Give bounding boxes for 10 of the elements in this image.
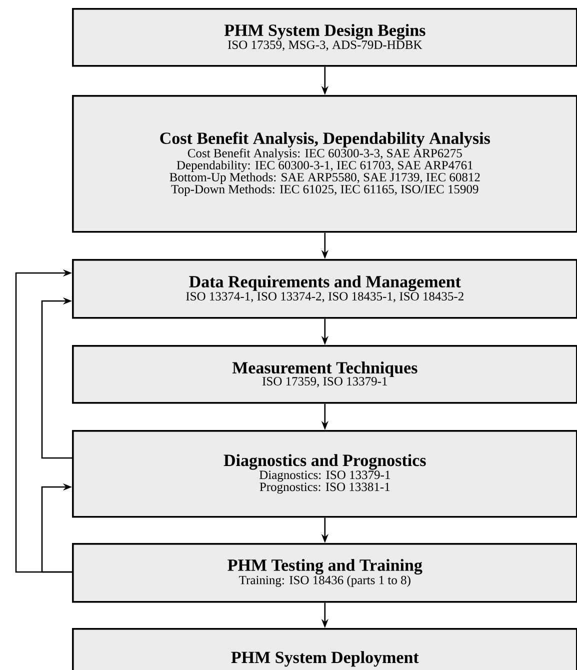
process-box: PHM System Design Begins ISO 17359, MSG-3, ADS-79D-HDBK <box>72 8 577 67</box>
process-box: Measurement Techniques ISO 17359, ISO 13379-1 <box>72 345 577 404</box>
process-box: PHM Testing and Training Training: ISO 18436 (parts 1 to 8) <box>72 543 577 603</box>
process-box: Cost Benefit Analysis, Dependability Analysis Cost Benefit Analysis: IEC 60300-3-3, SAE ARP6275 Dependability: IEC 60300-3-1, IEC 61703, SAE ARP4761 Bottom-Up Methods: SAE ARP5580, SAE J1739, IEC 60812 Top-Down Methods: IEC 61025, IEC 61165, ISO/IEC 15909 <box>72 95 577 233</box>
process-box: Data Requirements and Management ISO 13374-1, ISO 13374-2, ISO 18435-1, ISO 18435-2 <box>72 259 577 319</box>
process-box: Diagnostics and Prognostics Diagnostics: ISO 13379-1 Prognostics: ISO 13381-1 <box>72 430 577 518</box>
arrow <box>41 297 72 459</box>
arrow <box>15 269 72 573</box>
arrow <box>41 483 72 573</box>
process-box: PHM System Deployment <box>72 628 577 670</box>
